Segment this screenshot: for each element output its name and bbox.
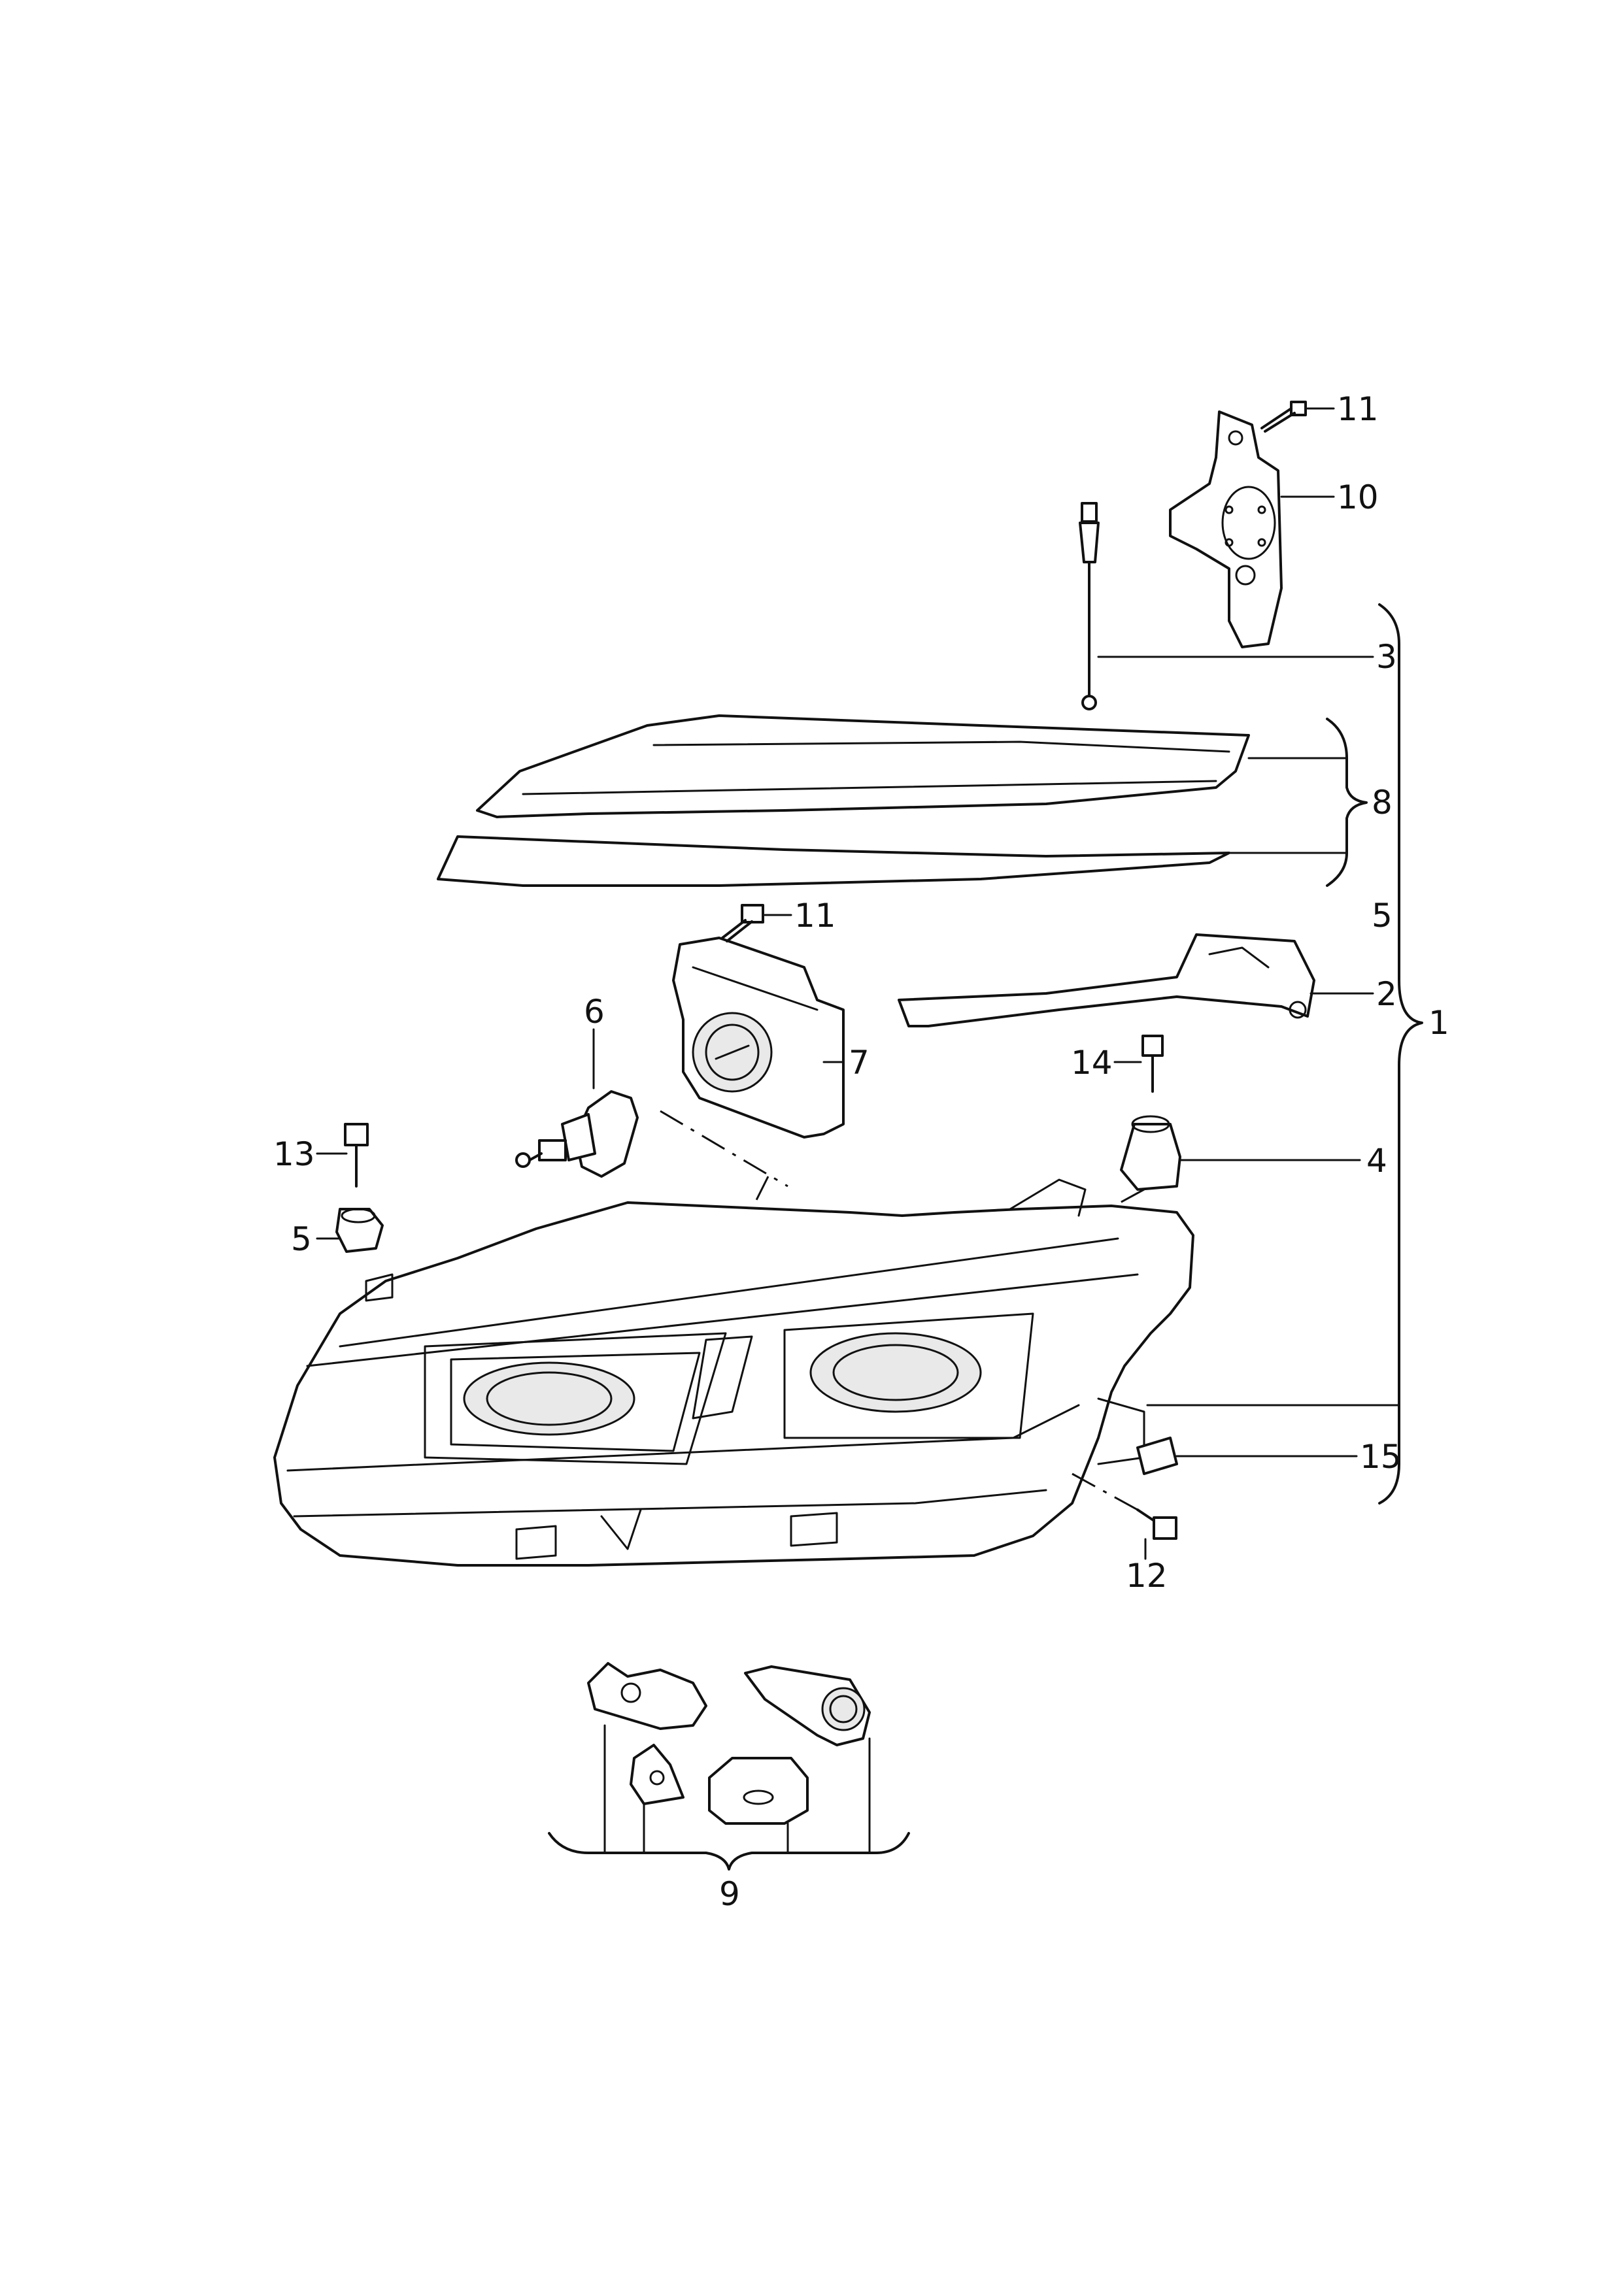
part-9-bracket-c [630,1744,684,1805]
callout-11-mid: 11 [794,897,836,935]
bolt-11-top [1260,401,1307,433]
part-7-control-unit [672,937,845,1139]
axis-7 [660,1110,788,1188]
part-4-adjuster [1120,1115,1181,1191]
part-1-headlamp [273,1178,1194,1567]
axis-12 [1072,1472,1138,1511]
bolt-13 [344,1123,369,1188]
brace-1 [1378,603,1423,1505]
part-6-bulb [515,1090,639,1178]
bolt-12 [1136,1508,1177,1540]
callout-5-left: 5 [291,1220,312,1258]
part-8-cover [476,714,1250,818]
part-2-bracket [898,933,1315,1027]
axis-4 [1107,1188,1145,1210]
callout-13: 13 [273,1135,315,1173]
callout-7: 7 [849,1044,870,1082]
part-9-bracket-a [587,1662,707,1730]
part-8-seal [437,835,1230,887]
callout-2: 2 [1376,975,1397,1013]
part-10-bracket [1169,410,1283,648]
callout-14: 14 [1071,1044,1113,1082]
part-9-bracket-b [744,1665,871,1746]
callout-9: 9 [719,1875,740,1913]
callout-15: 15 [1360,1438,1402,1476]
callout-11-top: 11 [1337,390,1379,428]
part-5-grommet-left [335,1208,384,1253]
callout-4: 4 [1366,1142,1387,1180]
brace-8 [1326,718,1368,887]
callout-3: 3 [1376,638,1397,676]
callout-12: 12 [1126,1557,1168,1595]
callout-6: 6 [584,993,605,1031]
callout-8: 8 [1372,784,1393,822]
callout-5-right: 5 [1372,897,1393,935]
callout-10: 10 [1337,478,1379,516]
bolt-14 [1141,1035,1164,1093]
axis-7b [751,1176,769,1210]
part-9-bracket-d [708,1757,809,1825]
bolt-11-mid [721,904,764,942]
part-3-strip [1079,502,1100,710]
brace-9 [548,1832,910,1871]
part-15-clip [1136,1437,1178,1475]
callout-1: 1 [1428,1004,1449,1042]
